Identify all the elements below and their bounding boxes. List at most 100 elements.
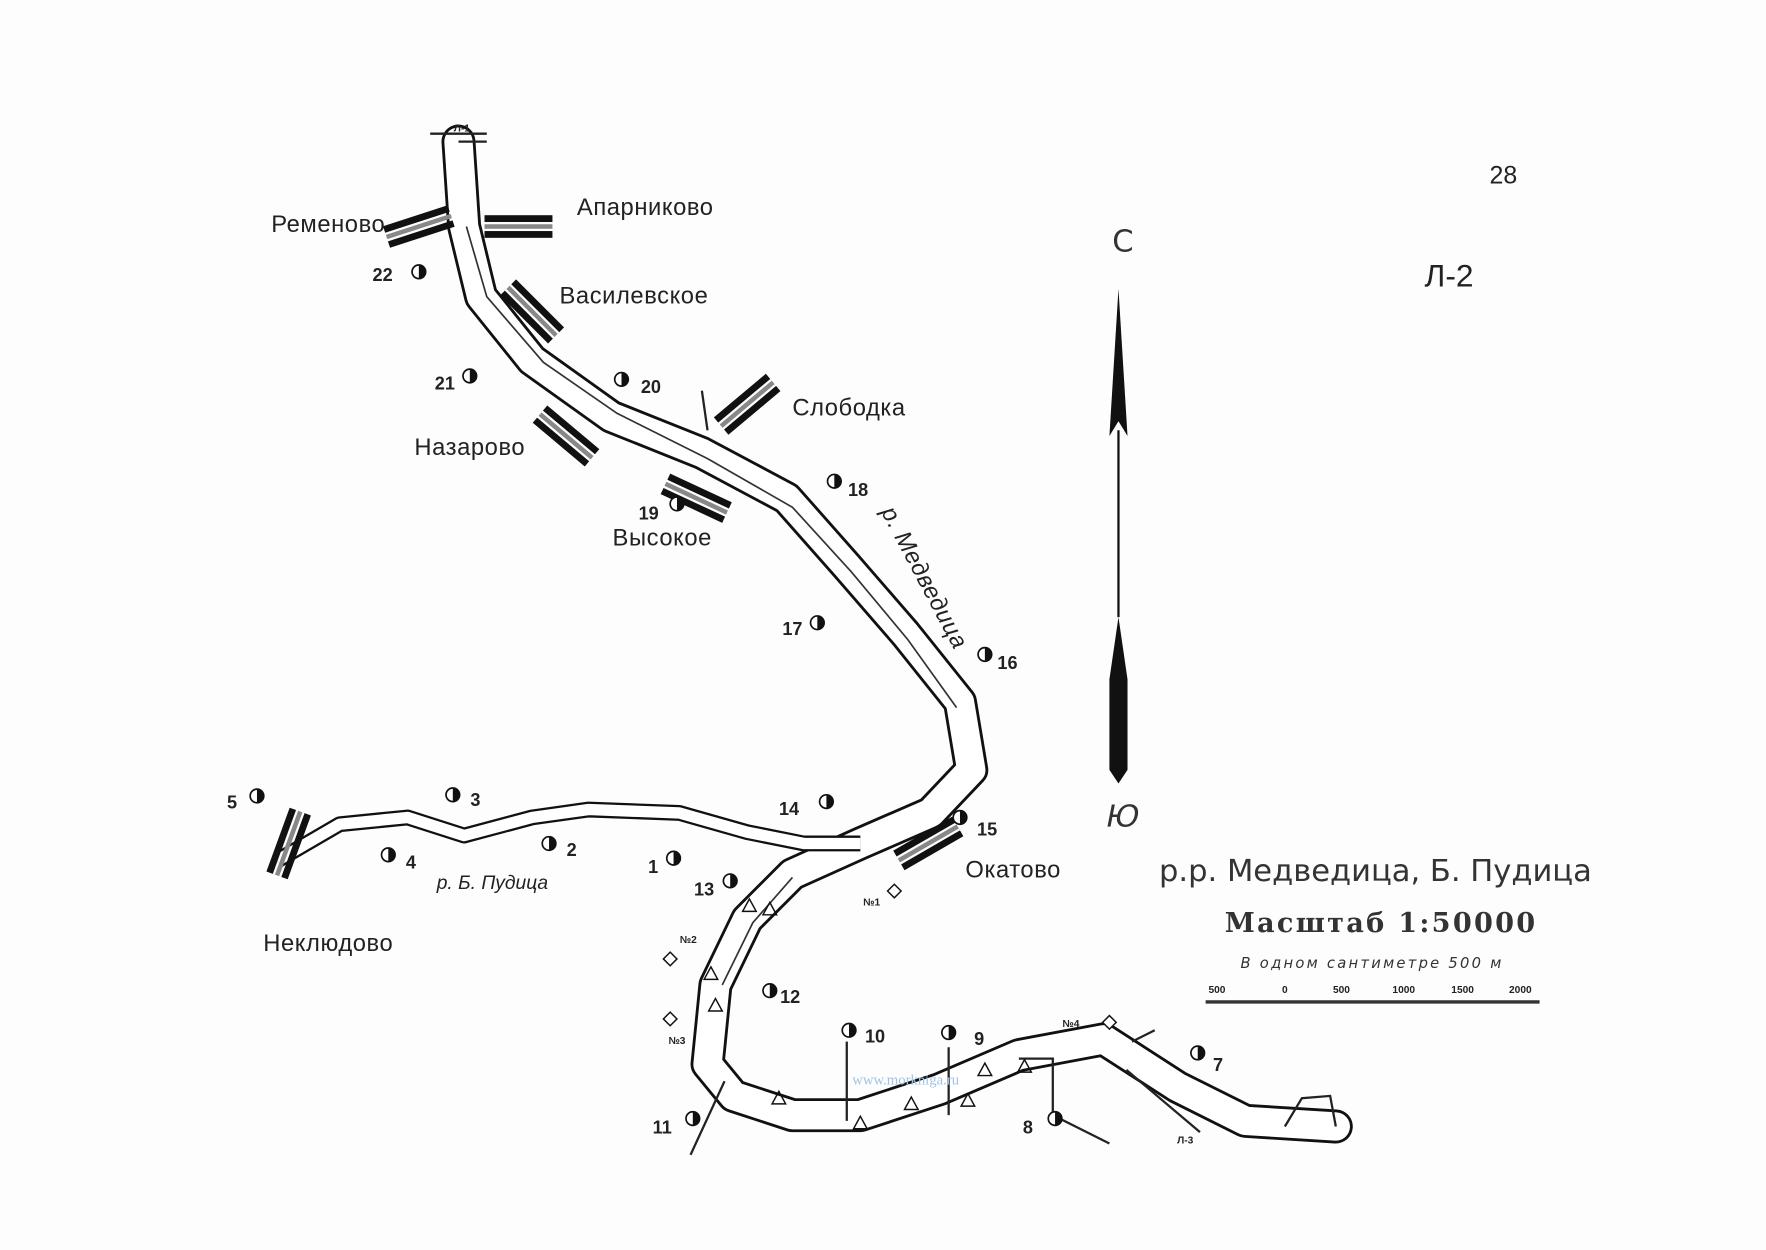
gauge-point-label: 14 bbox=[779, 799, 799, 819]
gauge-point-label: 10 bbox=[865, 1027, 885, 1047]
station-marker-icon bbox=[1101, 1014, 1118, 1031]
triangle-marker-icon bbox=[770, 1089, 787, 1105]
legend: р.р. Медведица, Б. Пудица Масштаб 1:5000… bbox=[1159, 854, 1592, 1004]
village-label: Окатово bbox=[965, 856, 1060, 883]
gauge-point-label: 1 bbox=[648, 857, 658, 877]
gauge-point: 18 bbox=[826, 473, 868, 500]
gauge-point-label: 20 bbox=[641, 377, 661, 397]
station-marker-icon bbox=[886, 883, 903, 899]
village-block-icon bbox=[500, 279, 565, 344]
river-pudica-water bbox=[274, 803, 861, 866]
gauge-point: 2 bbox=[541, 835, 577, 860]
tributary-lines bbox=[430, 132, 1337, 1156]
gauge-point-label: 13 bbox=[694, 880, 714, 900]
gauge-point-label: 9 bbox=[974, 1029, 984, 1049]
gauge-point: 5 bbox=[227, 788, 265, 812]
triangle-marker-icon bbox=[976, 1061, 993, 1077]
arrow-south-icon bbox=[1109, 617, 1128, 784]
village-block-icon bbox=[713, 373, 781, 435]
gauge-point: 3 bbox=[445, 787, 481, 810]
triangle-marker-icon bbox=[707, 997, 724, 1012]
village: Неклюдово bbox=[263, 807, 393, 957]
gauge-point: 17 bbox=[782, 615, 825, 639]
watermark: www.morkniga.ru bbox=[852, 1073, 959, 1089]
gauge-point: 15 bbox=[952, 809, 997, 840]
gauge-point-label: 18 bbox=[848, 480, 868, 500]
triangle-marker-icon bbox=[761, 900, 778, 916]
river-layer bbox=[273, 124, 1353, 1156]
legend-note: В одном сантиметре 500 м bbox=[1241, 955, 1504, 972]
village-block-icon bbox=[383, 205, 455, 248]
station-label: №2 bbox=[680, 935, 697, 946]
village-block-icon bbox=[266, 807, 311, 880]
scale-tick-label: 2000 bbox=[1509, 985, 1532, 996]
gauge-point: 16 bbox=[977, 646, 1018, 673]
compass-north-label: С bbox=[1112, 224, 1133, 259]
page-number: 28 bbox=[1490, 162, 1518, 190]
gauge-point-label: 5 bbox=[227, 792, 237, 812]
station-marker-icon bbox=[662, 951, 679, 967]
legend-scale: Масштаб 1:50000 bbox=[1225, 907, 1538, 939]
gauge-point: 14 bbox=[779, 793, 835, 819]
gauge-point: 8 bbox=[1023, 1110, 1063, 1137]
scale-tick-label: 0 bbox=[1282, 985, 1288, 996]
gauge-point-label: 21 bbox=[435, 374, 455, 394]
gauging-points: 1234578910111213141516171819202122№1№2№3… bbox=[227, 264, 1223, 1137]
scale-tick-label: 500 bbox=[1208, 985, 1225, 996]
sheet-link-prev: Л-1 bbox=[454, 123, 471, 134]
village: Назарово bbox=[414, 405, 600, 467]
legend-title: р.р. Медведица, Б. Пудица bbox=[1159, 854, 1592, 889]
station: №3 bbox=[662, 1011, 686, 1047]
village-label: Ременово bbox=[271, 211, 385, 238]
station-label: №4 bbox=[1062, 1019, 1079, 1030]
village-block-icon bbox=[893, 816, 964, 871]
gauge-point-label: 22 bbox=[373, 265, 393, 285]
gauge-point-label: 3 bbox=[470, 790, 480, 810]
gauge-point: 19 bbox=[639, 496, 685, 524]
arrow-north-icon bbox=[1109, 288, 1128, 436]
village-label: Высокое bbox=[613, 525, 712, 552]
gauge-point-label: 4 bbox=[406, 852, 416, 872]
river-pudica-label: р. Б. Пудица bbox=[436, 873, 549, 894]
triangle-marker-icon bbox=[852, 1114, 869, 1130]
station: №1 bbox=[863, 883, 903, 909]
gauge-point-label: 19 bbox=[639, 504, 659, 524]
gauge-point: 7 bbox=[1190, 1045, 1223, 1075]
triangle-marker-icon bbox=[903, 1095, 920, 1111]
gauge-point-label: 7 bbox=[1213, 1055, 1223, 1075]
village: Окатово bbox=[893, 816, 1060, 883]
station-label: №3 bbox=[668, 1036, 685, 1047]
village-label: Слободка bbox=[792, 395, 906, 422]
village-label: Назарово bbox=[414, 434, 525, 461]
gauge-point: 11 bbox=[653, 1110, 701, 1137]
gauge-point-label: 17 bbox=[782, 619, 802, 639]
gauge-point-label: 12 bbox=[780, 987, 800, 1007]
gauge-point: 22 bbox=[373, 264, 427, 285]
sheet-link-next: Л-3 bbox=[1177, 1135, 1194, 1146]
sheet-label: Л-2 bbox=[1425, 258, 1474, 294]
gauge-point-label: 8 bbox=[1023, 1117, 1033, 1137]
village-label: Апарниково bbox=[577, 194, 714, 221]
station-label: №1 bbox=[863, 898, 880, 909]
gauge-point-label: 16 bbox=[997, 653, 1017, 673]
gauge-point-label: 11 bbox=[653, 1117, 672, 1137]
village: Василевское bbox=[500, 279, 708, 344]
triangle-marker-icon bbox=[1016, 1058, 1033, 1073]
triangle-marker-icon bbox=[959, 1092, 976, 1107]
station: №4 bbox=[1062, 1014, 1118, 1031]
village: Высокое bbox=[613, 473, 732, 552]
gauge-point: 21 bbox=[435, 368, 478, 394]
gauge-point: 9 bbox=[941, 1024, 984, 1049]
compass-south-label: Ю bbox=[1107, 800, 1140, 835]
triangle-marker-icon bbox=[702, 965, 719, 981]
scale-tick-label: 500 bbox=[1333, 985, 1350, 996]
gauge-point-label: 15 bbox=[977, 820, 997, 840]
station-marker-icon bbox=[662, 1011, 679, 1027]
village: Ременово bbox=[271, 205, 455, 248]
village-block-icon bbox=[484, 215, 553, 238]
gauge-point: 1 bbox=[648, 850, 682, 877]
river-medveditsa-water bbox=[444, 127, 1350, 1141]
